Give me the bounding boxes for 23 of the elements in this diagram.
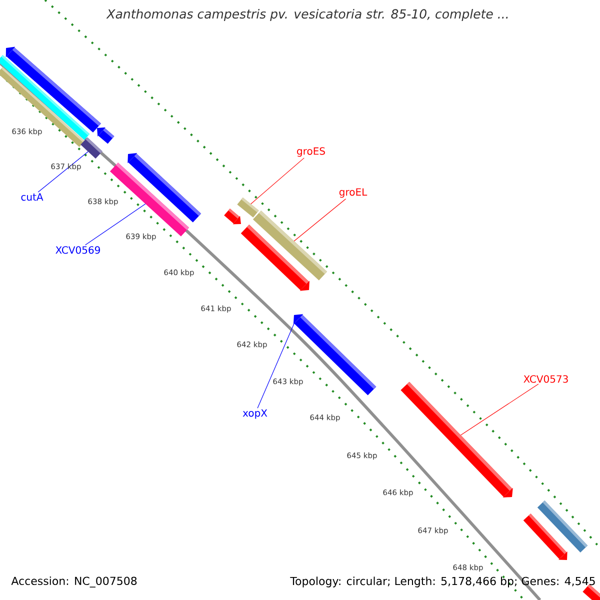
gene-block — [400, 382, 513, 498]
gene-block — [97, 127, 114, 144]
gene-label: xopX — [242, 409, 268, 419]
leader-line — [85, 204, 146, 246]
gene-block — [224, 208, 241, 224]
gene-label: cutA — [21, 193, 44, 201]
leader-line — [294, 198, 346, 242]
gene-label: XCV0569 — [56, 246, 100, 254]
gene-block — [240, 224, 310, 291]
gene-label: groES — [297, 147, 325, 157]
leader-line — [257, 323, 294, 408]
gene-block — [237, 198, 259, 218]
leader-line — [38, 151, 88, 192]
gene-block — [80, 137, 102, 159]
leader-line — [460, 384, 539, 436]
info-text: Accession: NC_007508 — [11, 576, 137, 588]
map-title: Xanthomonas campestris pv. vesicatoria str. 85-10, complete ... — [106, 8, 508, 22]
info-text: Topology: circular; Length: 5,178,466 bp; Genes: 4,545 — [290, 576, 595, 588]
gene-label: groEL — [339, 188, 368, 198]
leader-line — [250, 158, 304, 204]
gene-label: XCV0573 — [524, 375, 568, 383]
gene-block — [537, 500, 588, 552]
gene-block — [0, 67, 85, 147]
